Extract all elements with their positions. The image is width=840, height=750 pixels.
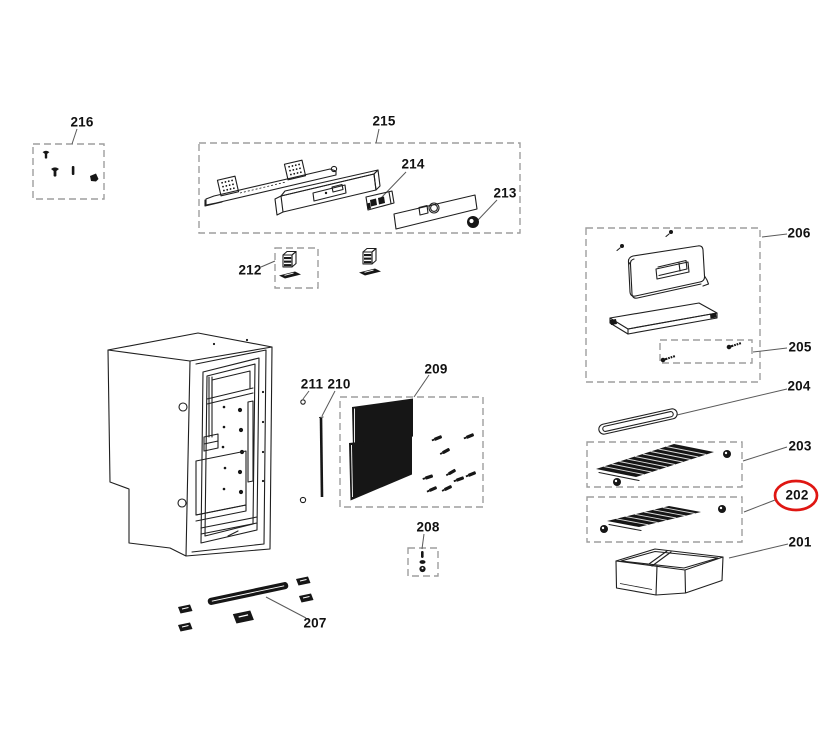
part-209-panels[interactable] [349,398,477,501]
part-callout-214[interactable]: 214 [401,156,425,172]
part-callout-215[interactable]: 215 [372,113,396,129]
part-201-bin[interactable] [615,548,724,596]
part-213-knob[interactable] [467,216,479,228]
part-cabinet-body[interactable] [107,332,273,557]
group-box-209 [339,396,484,508]
part-207-heater-bar[interactable] [177,576,314,632]
part-callout-209[interactable]: 209 [424,361,448,377]
part-callout-203[interactable]: 203 [788,438,812,454]
part-205-screws[interactable] [659,340,743,364]
part-callout-208[interactable]: 208 [416,519,440,535]
part-215-display-lens[interactable] [393,194,478,230]
group-box-212 [274,247,319,289]
part-216-fasteners[interactable] [42,150,99,182]
part-211-grommets[interactable] [299,399,307,504]
group-box-216 [32,143,105,200]
part-214-display-module[interactable] [365,190,395,211]
group-boxes [32,142,761,577]
part-callout-202[interactable]: 202 [785,487,809,503]
group-box-206 [585,227,761,383]
part-210-rod[interactable] [318,416,324,498]
part-callout-210[interactable]: 210 [327,376,351,392]
part-215-control-housing[interactable] [274,169,381,216]
part-callout-206[interactable]: 206 [787,225,811,241]
part-callout-211[interactable]: 211 [300,376,324,392]
group-box-202 [586,496,743,543]
part-202-shelf[interactable] [600,505,726,533]
part-208-fasteners[interactable] [419,551,426,573]
part-callout-212[interactable]: 212 [238,262,262,278]
group-box-205 [659,339,753,364]
part-callout-205[interactable]: 205 [788,339,812,355]
part-206-freezer-flap[interactable] [609,230,718,335]
group-box-203 [586,441,743,488]
group-box-208 [407,547,439,577]
part-callout-201[interactable]: 201 [788,534,812,550]
highlight-circle [773,479,819,512]
part-212-blocks[interactable] [279,247,381,279]
part-callout-213[interactable]: 213 [493,185,517,201]
part-215-assembly[interactable] [204,159,338,207]
part-callout-216[interactable]: 216 [70,114,94,130]
part-callout-204[interactable]: 204 [787,378,811,394]
part-callout-207[interactable]: 207 [303,615,327,631]
leader-lines [71,128,789,619]
group-box-215 [198,142,521,234]
part-204-bar[interactable] [598,408,678,435]
part-203-shelf[interactable] [596,444,731,486]
